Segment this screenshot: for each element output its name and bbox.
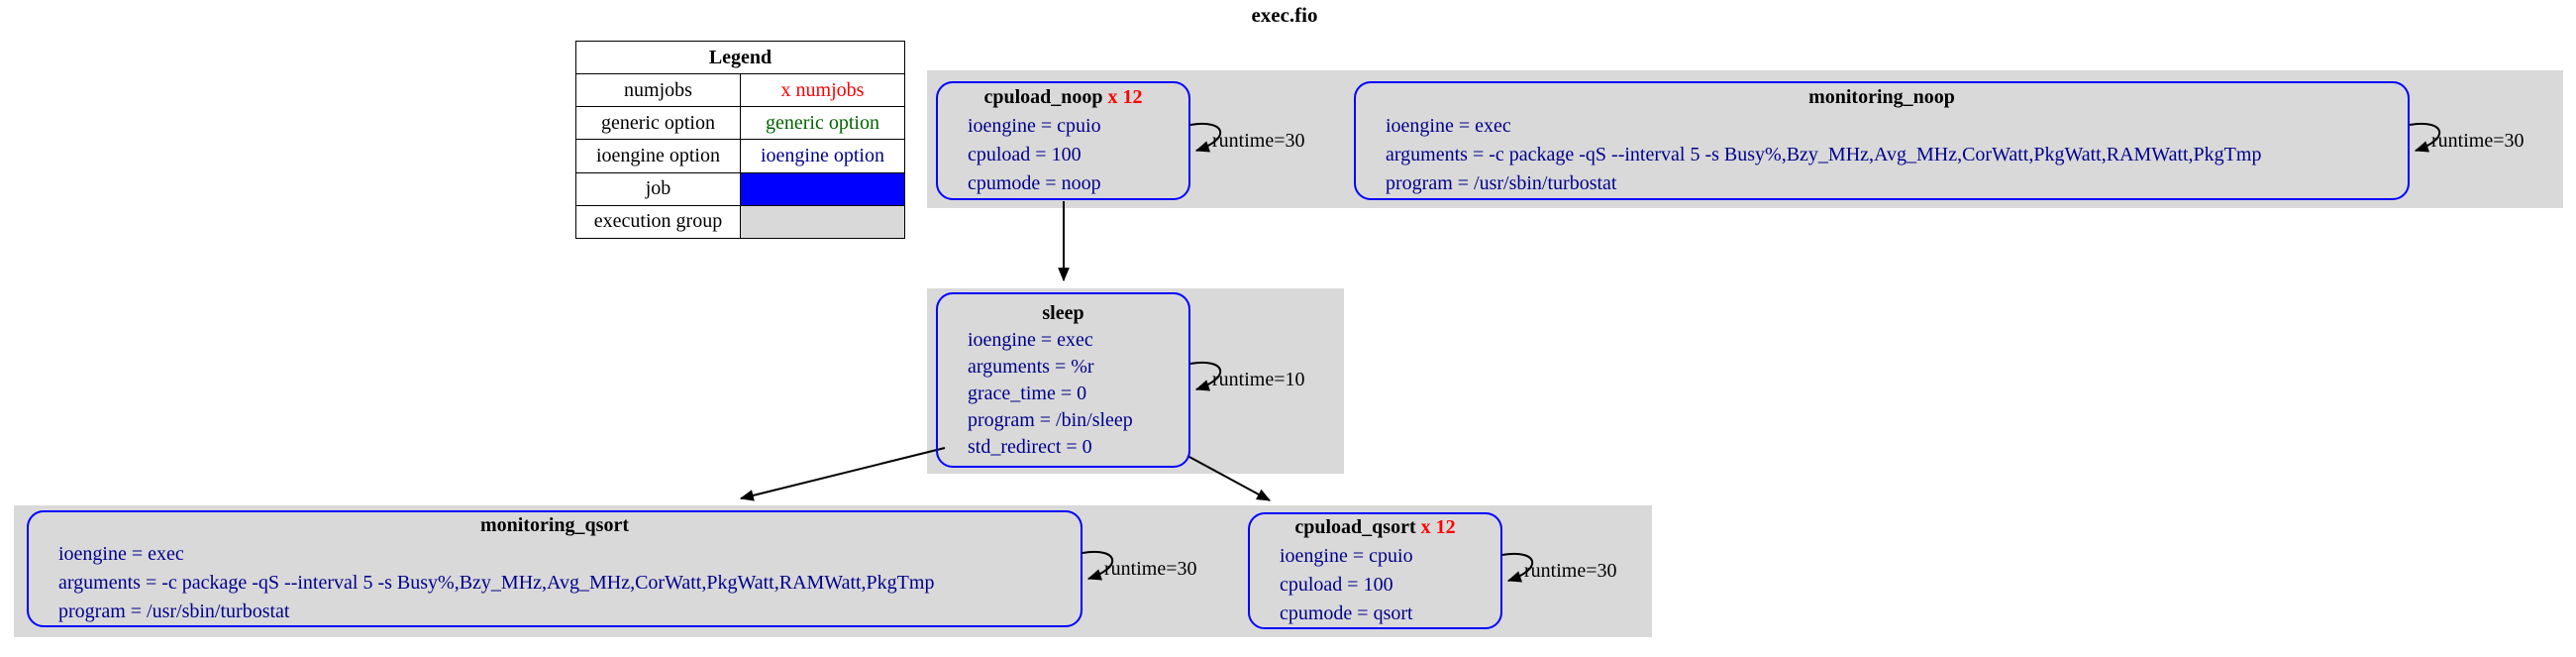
node-monitoring-qsort-title: monitoring_qsort xyxy=(480,514,629,536)
legend-sample-generic-option: generic option xyxy=(740,106,905,141)
legend-header: Legend xyxy=(575,40,905,75)
legend-header-row: Legend xyxy=(575,40,905,75)
node-sleep: sleep ioengine = exec arguments = %r gra… xyxy=(936,292,1190,468)
node-monitoring-noop-title: monitoring_noop xyxy=(1808,86,1955,108)
legend-table: Legend numjobs x numjobs generic option … xyxy=(575,40,905,240)
execution-group-sleep xyxy=(927,288,1344,474)
node-option-line: cpuload = 100 xyxy=(1280,574,1393,596)
edge-label-runtime: runtime=30 xyxy=(1104,558,1197,580)
node-cpuload-noop-numjobs: x 12 xyxy=(1107,86,1143,108)
legend-swatch-job xyxy=(740,171,905,206)
node-cpuload-qsort-name: cpuload_qsort xyxy=(1294,516,1416,538)
legend-swatch-execution-group xyxy=(740,204,905,240)
node-cpuload-qsort-numjobs: x 12 xyxy=(1420,516,1456,538)
node-sleep-title: sleep xyxy=(1042,301,1084,324)
node-option-line: cpumode = noop xyxy=(968,172,1101,194)
edge-label-runtime: runtime=10 xyxy=(1212,369,1305,390)
legend-sample-numjobs: x numjobs xyxy=(740,73,905,108)
node-option-line: cpuload = 100 xyxy=(968,144,1082,165)
node-option-line: grace_time = 0 xyxy=(968,382,1087,404)
node-option-line: ioengine = exec xyxy=(1386,115,1511,137)
legend-label-ioengine-option: ioengine option xyxy=(575,139,741,173)
legend-row-ioengine-option: ioengine option ioengine option xyxy=(575,139,905,173)
legend-label-numjobs: numjobs xyxy=(575,73,741,108)
node-option-line: program = /usr/sbin/turbostat xyxy=(1386,172,1617,194)
node-option-line: ioengine = cpuio xyxy=(968,115,1101,137)
node-monitoring-qsort: monitoring_qsort ioengine = exec argumen… xyxy=(27,510,1082,627)
execution-group-qsort xyxy=(14,505,1652,637)
legend-row-job: job xyxy=(575,171,905,206)
legend-sample-ioengine-option: ioengine option xyxy=(740,139,905,173)
legend-row-execution-group: execution group xyxy=(575,204,905,240)
node-monitoring-noop: monitoring_noop ioengine = exec argument… xyxy=(1354,81,2410,200)
node-option-line: program = /bin/sleep xyxy=(968,408,1133,431)
legend-label-generic-option: generic option xyxy=(575,106,741,141)
node-option-line: program = /usr/sbin/turbostat xyxy=(58,601,290,622)
edge-sleep-to-monitoring-qsort xyxy=(739,447,946,501)
node-option-line: ioengine = exec xyxy=(968,328,1093,351)
node-option-line: arguments = -c package -qS --interval 5 … xyxy=(1386,144,2262,165)
legend-label-job: job xyxy=(575,171,741,206)
node-option-line: arguments = %r xyxy=(968,355,1094,378)
node-cpuload-noop: cpuload_noop x 12 ioengine = cpuio cpulo… xyxy=(936,81,1190,200)
node-cpuload-qsort: cpuload_qsort x 12 ioengine = cpuio cpul… xyxy=(1248,512,1502,629)
node-cpuload-noop-name: cpuload_noop xyxy=(983,86,1103,108)
node-cpuload-noop-title: cpuload_noop x 12 xyxy=(938,83,1188,112)
edge-label-runtime: runtime=30 xyxy=(2431,130,2524,152)
node-option-line: ioengine = cpuio xyxy=(1280,545,1413,567)
node-option-line: cpumode = qsort xyxy=(1280,602,1413,624)
edge-label-runtime: runtime=30 xyxy=(1212,130,1305,152)
node-option-line: ioengine = exec xyxy=(58,543,184,565)
graph-title: exec.fio xyxy=(1251,3,1318,27)
node-option-line: arguments = -c package -qS --interval 5 … xyxy=(58,572,935,594)
legend-row-generic-option: generic option generic option xyxy=(575,106,905,141)
legend-row-numjobs: numjobs x numjobs xyxy=(575,73,905,108)
node-cpuload-qsort-title: cpuload_qsort x 12 xyxy=(1250,513,1500,542)
edge-label-runtime: runtime=30 xyxy=(1524,560,1617,582)
node-option-line: std_redirect = 0 xyxy=(968,435,1092,458)
legend-label-execution-group: execution group xyxy=(575,204,741,240)
